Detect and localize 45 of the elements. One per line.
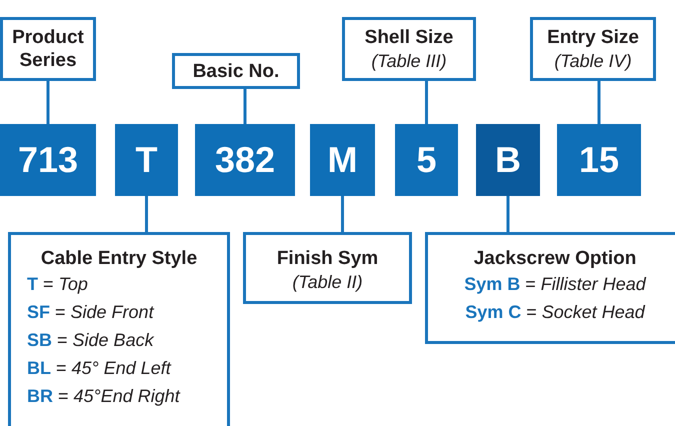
option-definition: Sym C = Socket Head bbox=[465, 301, 645, 324]
code-segment-box bbox=[310, 124, 375, 196]
option-definition: SB = Side Back bbox=[27, 329, 154, 352]
code-segment-box bbox=[476, 124, 540, 196]
code-value: T bbox=[136, 139, 158, 181]
option-definition: BL = 45° End Left bbox=[27, 357, 171, 380]
callout-box bbox=[0, 17, 96, 81]
option-definition: BR = 45°End Right bbox=[27, 385, 180, 408]
callout-heading: Basic No. bbox=[192, 60, 280, 82]
code-segment-box bbox=[557, 124, 641, 196]
connector-line bbox=[425, 81, 428, 124]
code-value: B bbox=[495, 139, 521, 181]
table-reference: (Table IV) bbox=[554, 50, 632, 72]
callout-heading: Jackscrew Option bbox=[474, 247, 636, 270]
option-definition: SF = Side Front bbox=[27, 301, 154, 324]
callout-box bbox=[530, 17, 656, 81]
connector-line bbox=[506, 196, 510, 232]
table-reference: (Table III) bbox=[371, 50, 447, 72]
table-reference: (Table II) bbox=[292, 271, 363, 294]
code-value: 15 bbox=[578, 139, 620, 181]
code-value: M bbox=[328, 139, 358, 181]
connector-line bbox=[244, 89, 246, 124]
callout-box bbox=[425, 232, 675, 344]
code-segment-box bbox=[395, 124, 458, 196]
callout-box bbox=[342, 17, 476, 81]
callout-heading: Entry Size bbox=[547, 26, 639, 48]
code-segment-box bbox=[0, 124, 96, 196]
callout-box bbox=[243, 232, 412, 304]
callout-box bbox=[172, 53, 300, 89]
option-definition: Sym B = Fillister Head bbox=[464, 273, 646, 296]
callout-heading: Shell Size bbox=[364, 26, 454, 48]
connector-line bbox=[145, 196, 148, 232]
connector-line bbox=[46, 81, 50, 124]
code-segment-box bbox=[195, 124, 295, 196]
code-segment-box bbox=[115, 124, 178, 196]
callout-box bbox=[8, 232, 230, 426]
callout-heading: Finish Sym bbox=[276, 247, 378, 270]
code-value: 5 bbox=[416, 139, 437, 181]
callout-heading: Cable Entry Style bbox=[40, 247, 198, 270]
code-value: 382 bbox=[214, 139, 276, 181]
option-definition: T = Top bbox=[27, 273, 88, 296]
connector-line bbox=[598, 81, 600, 124]
connector-line bbox=[341, 196, 344, 232]
code-value: 713 bbox=[18, 139, 78, 181]
callout-heading: Product Series bbox=[11, 26, 85, 72]
